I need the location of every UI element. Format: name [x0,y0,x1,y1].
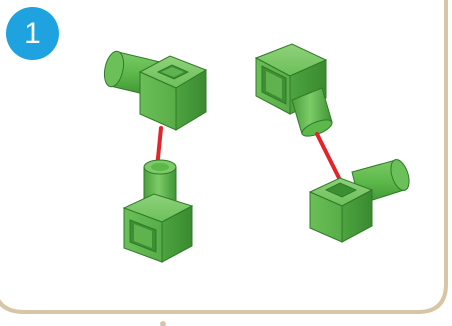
frame-dot [160,321,166,326]
elbow-block-top-right [254,43,333,137]
step-number-badge: 1 [6,7,59,60]
card-frame [0,0,448,314]
straight-block-bottom-left [122,159,194,263]
elbow-block-top-left [103,50,208,131]
elbow-block-bottom-right [308,159,410,243]
connector-line-right [315,132,342,182]
